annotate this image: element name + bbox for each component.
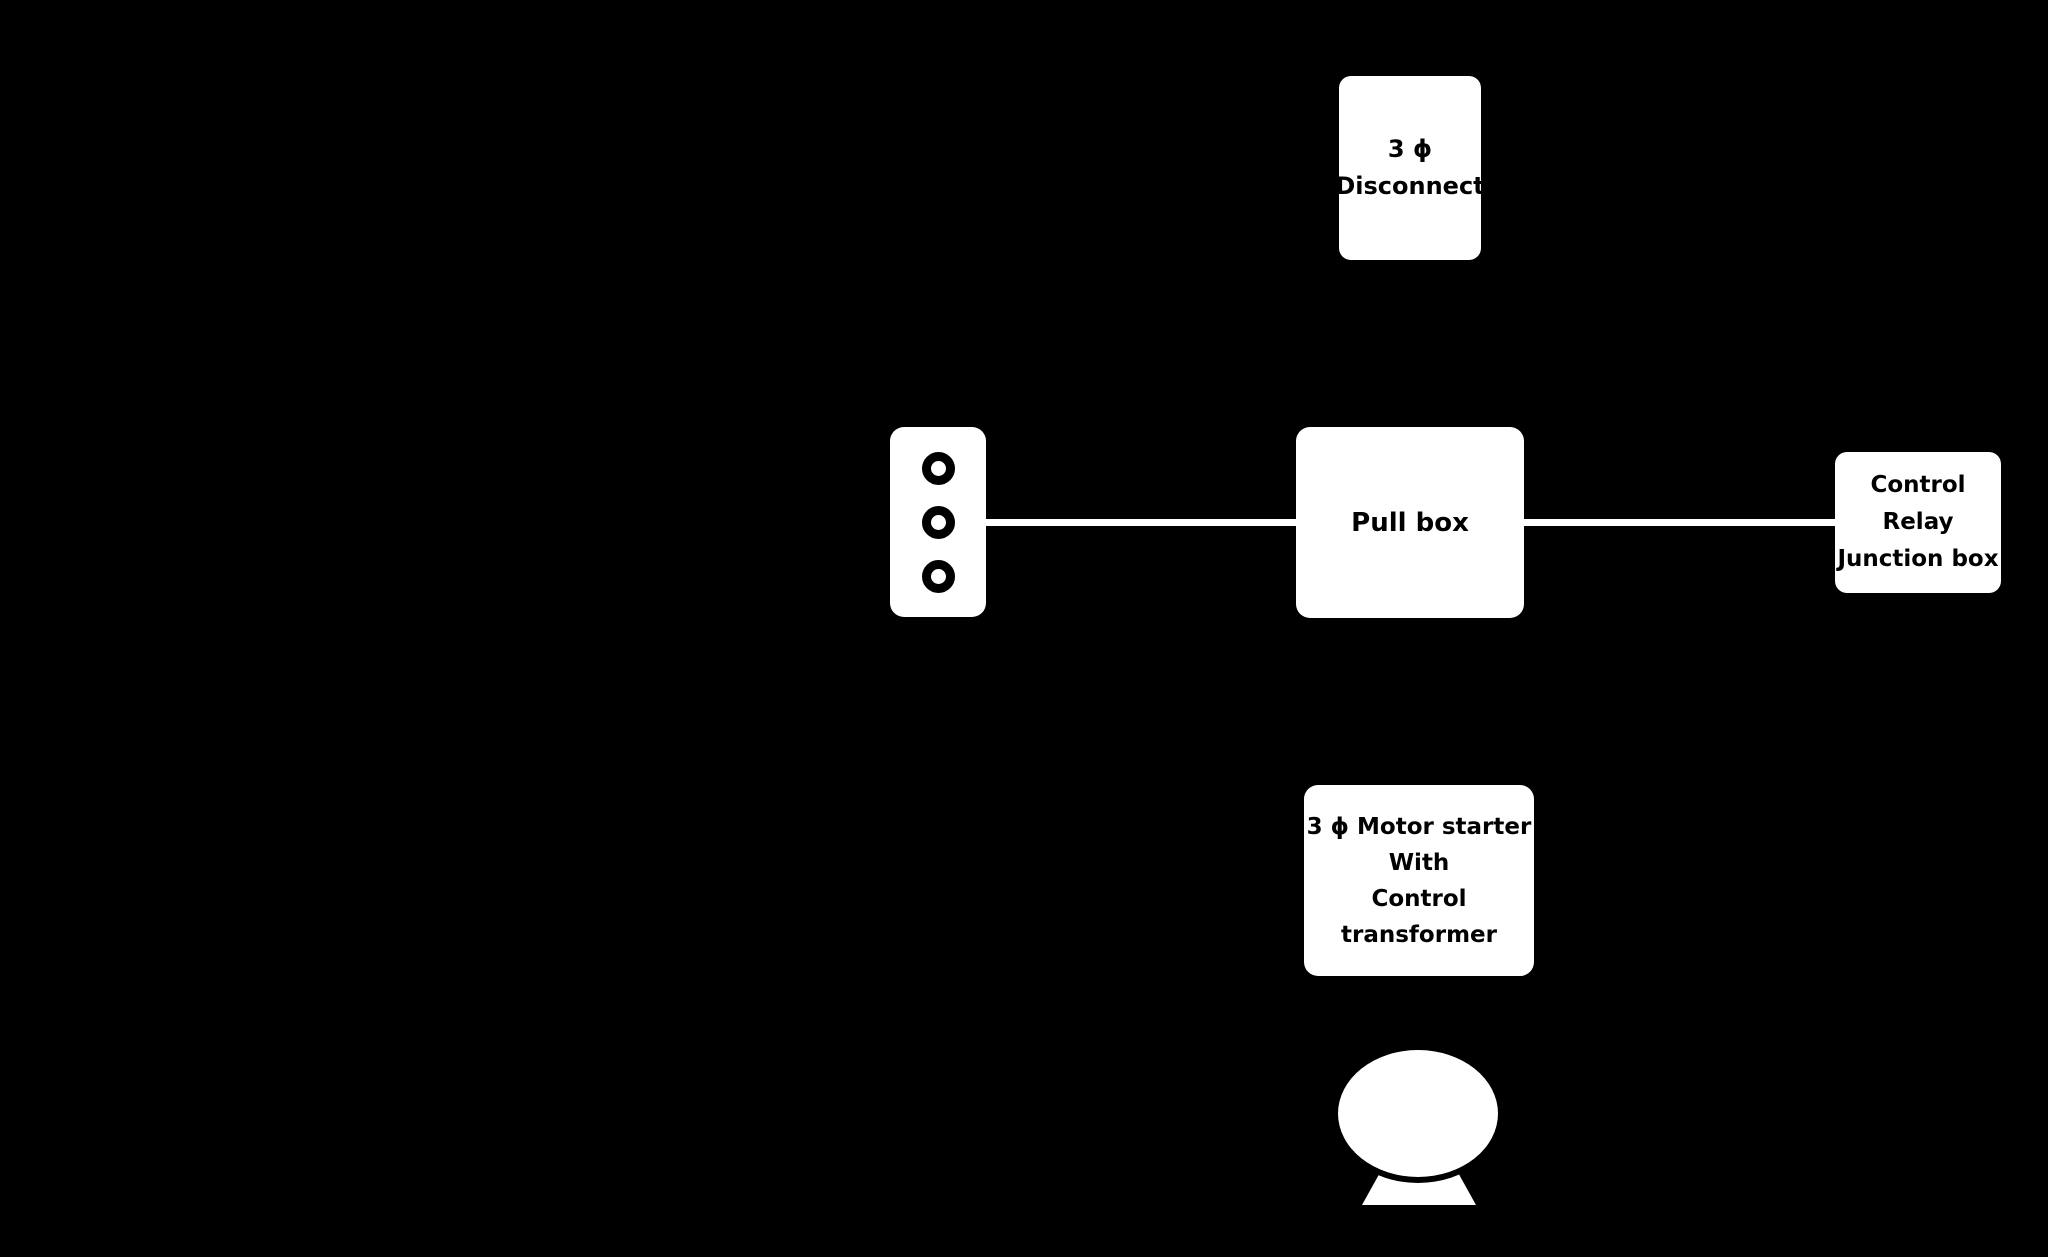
node-conduit-body — [890, 427, 986, 617]
node-control-relay-junction-box: Control Relay Junction box — [1835, 452, 2001, 593]
terminal-hole-icon — [921, 505, 955, 539]
junction-box-label-line-1: Control — [1870, 472, 1966, 498]
pull-box-label: Pull box — [1351, 507, 1469, 538]
junction-box-label-line-3: Junction box — [1837, 546, 1999, 572]
terminal-hole-icon — [921, 559, 955, 593]
wire-conduit-to-pull-box — [986, 519, 1298, 526]
node-pull-box: Pull box — [1296, 427, 1524, 618]
wire-pull-box-to-junction-box — [1522, 519, 1837, 526]
motor-starter-label-line-3: Control — [1371, 885, 1467, 912]
node-3-phase-disconnect: 3 ϕ Disconnect — [1335, 76, 1485, 260]
motor-starter-label-line-4: transformer — [1341, 921, 1497, 948]
node-motor-starter: 3 ϕ Motor starter With Control transform… — [1304, 785, 1534, 976]
motor-body-icon — [1332, 1044, 1504, 1183]
motor-starter-label-line-1: 3 ϕ Motor starter — [1306, 813, 1532, 840]
disconnect-label-line-1: 3 ϕ — [1387, 135, 1433, 163]
junction-box-label-line-2: Relay — [1882, 509, 1954, 535]
terminal-hole-icon — [921, 451, 955, 485]
motor-starter-label-line-2: With — [1388, 849, 1450, 876]
disconnect-label-line-2: Disconnect — [1335, 172, 1485, 200]
